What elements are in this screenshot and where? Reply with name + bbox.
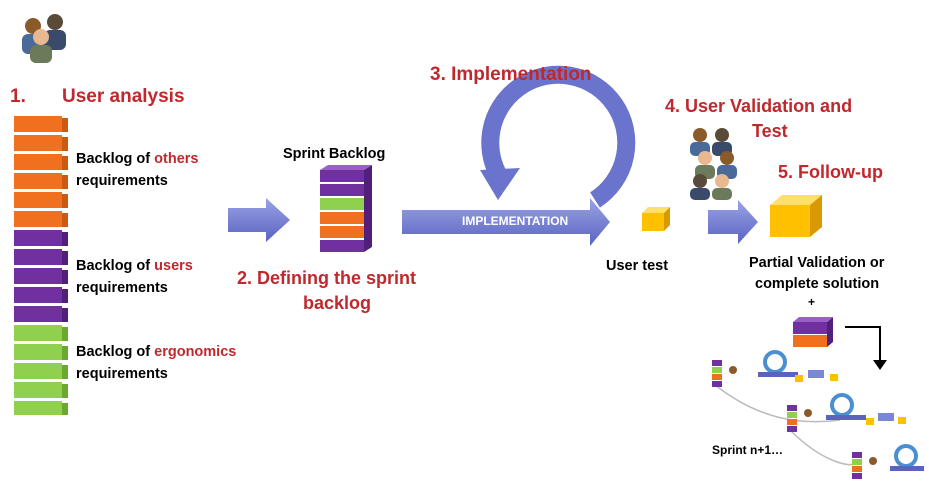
step-4-title-line1: 4. User Validation and [665,96,853,116]
user-test-label: User test [606,258,669,274]
arrow-to-sprint-backlog [228,198,290,242]
step-1-title: User analysis [62,86,185,107]
backlog-users-label: Backlog of users requirements [76,255,193,299]
backlog-ergonomics-label: Backlog of ergonomics requirements [76,341,236,385]
step-4-title-line2: Test [752,121,788,141]
step-2-title-line2: backlog [303,293,372,313]
sprint-backlog-stack [320,165,372,252]
step-2-title-line1: 2. Defining the sprint [237,268,417,288]
backlog-ergonomics-highlight: ergonomics [154,344,237,360]
connector-arrow [845,326,887,370]
user-test-cube [642,207,670,231]
backlog-users-prefix: Backlog of [76,258,155,274]
partial-validation-line1: Partial Validation or [749,255,885,271]
step-3-title: 3. Implementation [430,64,592,85]
backlog-users-highlight: users [154,258,193,274]
backlog-others-label: Backlog of others requirements [76,148,198,192]
backlog-users-suffix: requirements [76,280,168,296]
plus-sign: + [808,295,816,309]
implementation-arrow-label: IMPLEMENTATION [462,214,569,228]
partial-validation-line2: complete solution [755,276,880,292]
arrow-to-follow-up [708,200,758,244]
backlog-ergonomics-suffix: requirements [76,366,168,382]
next-backlog-stack [793,317,833,347]
implementation-loop-icon [480,65,636,208]
step-1-number: 1. [10,86,26,107]
backlog-others-suffix: requirements [76,173,168,189]
backlog-others-prefix: Backlog of [76,151,155,167]
users-icon [22,14,66,63]
backlog-others-highlight: others [154,151,199,167]
sprint-next-label: Sprint n+1… [712,443,784,457]
step-5-title: 5. Follow-up [778,162,883,182]
solution-cube [770,195,822,237]
implementation-arrow [402,198,610,246]
validation-users-icon [690,128,737,200]
backlog-ergonomics-prefix: Backlog of [76,344,155,360]
sprint-backlog-label: Sprint Backlog [283,146,386,162]
sprint-repeat-diagram [712,350,924,479]
backlog-stack [14,116,68,415]
